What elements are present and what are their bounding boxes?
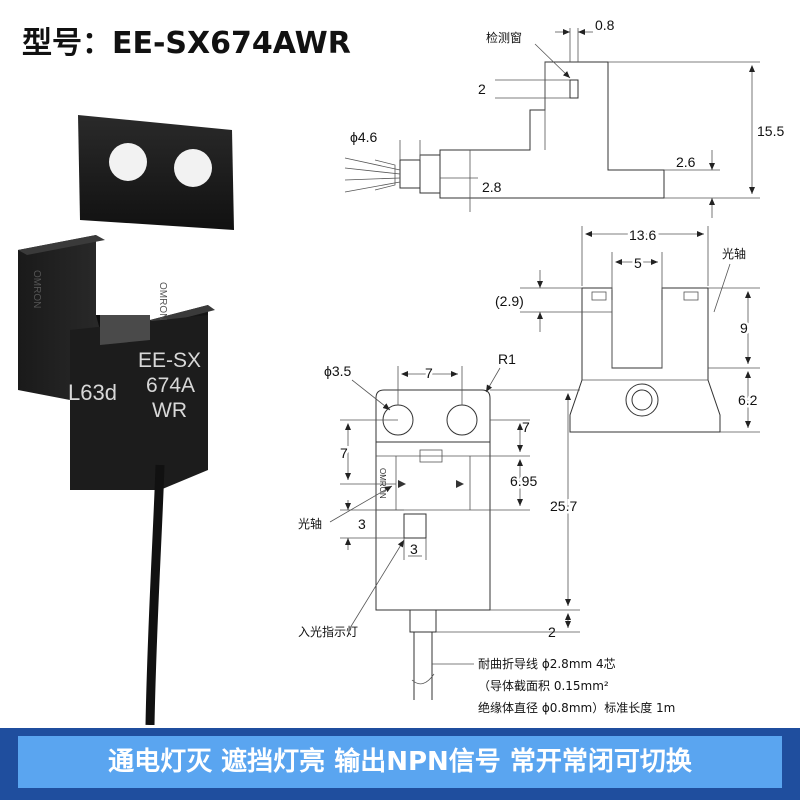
dim-slot: 5	[634, 255, 642, 271]
dim-led-width: 3	[410, 541, 418, 557]
marking-line2: 674A	[146, 374, 195, 397]
dim-total-length: 25.7	[550, 498, 577, 514]
svg-text:OMRON: OMRON	[378, 468, 387, 499]
detect-window-label: 检测窗	[486, 30, 522, 45]
mounting-hole	[109, 143, 147, 181]
dim-led-height: 3	[358, 516, 366, 532]
end-optical-axis-label: 光轴	[722, 246, 746, 261]
mounting-plate	[78, 115, 234, 230]
footer-text: 通电灯灭 遮挡灯亮 输出NPN信号 常开常闭可切换	[18, 736, 782, 788]
front-view: OMRON ϕ3.5 7 R1 7 7 6.95 25.7 光轴	[298, 351, 675, 715]
dim-lower: 6.2	[738, 392, 758, 408]
dim-hole-to-axis: 7	[340, 445, 348, 461]
sensor-cable	[145, 464, 165, 725]
dim-base-thickness: 2.6	[676, 154, 696, 170]
dim-hole-dia: ϕ3.5	[324, 363, 352, 379]
dimension-drawing: 检测窗 0.8 2 15.5 2.6 ϕ4.6 2.8	[298, 17, 784, 715]
mounting-hole	[174, 149, 212, 187]
marking-line3: WR	[152, 399, 187, 422]
marking-line1: EE-SX	[138, 349, 201, 372]
dim-slot-width: 0.8	[595, 17, 615, 33]
dim-base-offset: 2.8	[482, 179, 502, 195]
side-view: 检测窗 0.8 2 15.5 2.6 ϕ4.6 2.8	[344, 17, 784, 218]
svg-text:OMRON: OMRON	[157, 282, 168, 320]
marking-code: L63d	[68, 380, 117, 405]
product-photo: OMRON OMRON EE-SX 674A WR L63d	[18, 115, 234, 725]
dim-radius: R1	[498, 351, 516, 367]
dim-axis-offset: (2.9)	[495, 293, 524, 309]
svg-text:OMRON: OMRON	[31, 270, 42, 308]
dim-upper: 9	[740, 320, 748, 336]
dim-width: 13.6	[629, 227, 656, 243]
led-label: 入光指示灯	[298, 624, 358, 639]
dim-axis-to-slot: 6.95	[510, 473, 537, 489]
dim-window-height: 2	[478, 81, 486, 97]
cable-note-2: （导体截面积 0.15mm²	[478, 679, 609, 693]
sensor-stem	[70, 315, 208, 490]
front-optical-axis-label: 光轴	[298, 516, 322, 531]
cable-note-1: 耐曲折导线 ϕ2.8mm 4芯	[478, 656, 616, 671]
dim-hole-to-top: 7	[522, 419, 530, 435]
dim-hole-spacing: 7	[425, 365, 433, 381]
dim-cable-dia: ϕ4.6	[350, 129, 378, 145]
model-title: 型号：EE-SX674AWR	[22, 26, 351, 61]
cable-note-3: 绝缘体直径 ϕ0.8mm）标准长度 1m	[478, 700, 675, 715]
dim-cable-offset: 2	[548, 624, 556, 640]
end-view: 13.6 5 光轴 (2.9) 9 6.2	[495, 225, 760, 433]
dim-total-height: 15.5	[757, 123, 784, 139]
footer-banner: 通电灯灭 遮挡灯亮 输出NPN信号 常开常闭可切换	[0, 728, 800, 800]
